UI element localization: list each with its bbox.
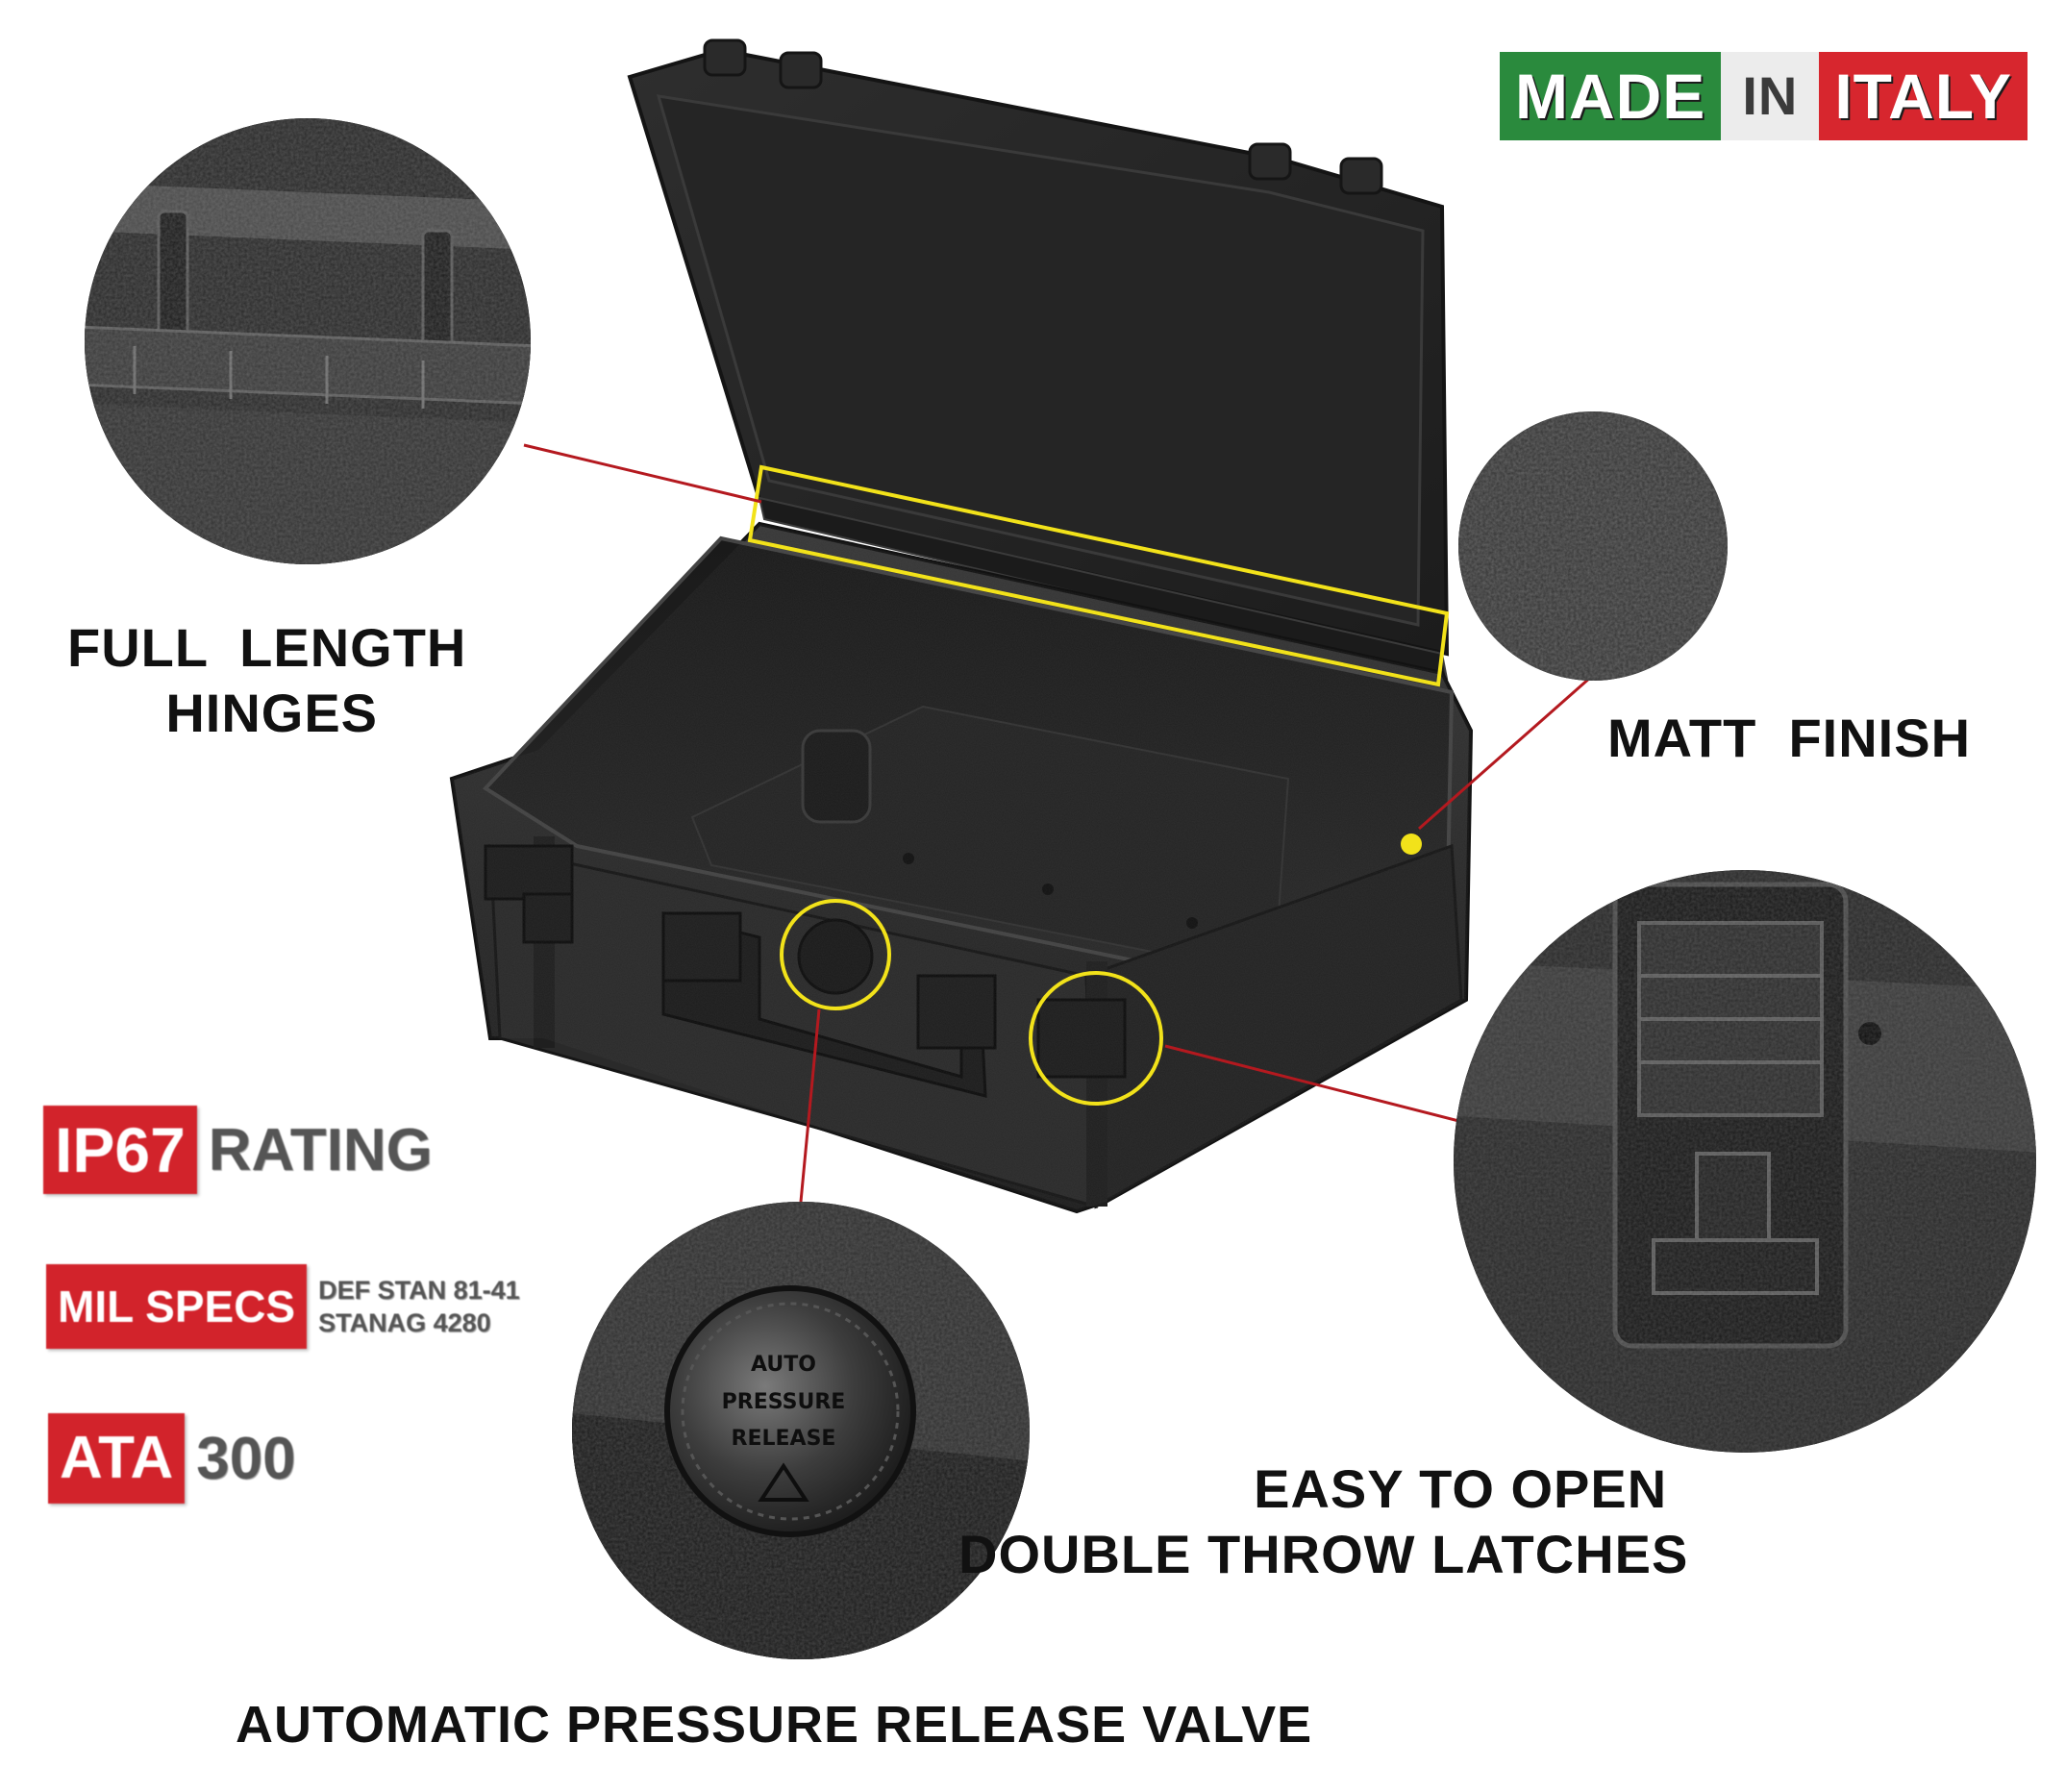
hinges-label: FULL LENGTH HINGES	[67, 615, 466, 747]
ip67-rest: RATING	[208, 1116, 433, 1183]
valve-detail-image: AUTO PRESSURE RELEASE	[572, 1202, 1030, 1659]
ip67-rating-badge: IP67 RATING	[43, 1106, 433, 1194]
badge-italy: ITALY	[1819, 52, 2028, 140]
finish-detail-image	[1458, 411, 1728, 681]
valve-embossed-line3: RELEASE	[732, 1427, 836, 1451]
hinges-label-line1: FULL LENGTH	[67, 617, 467, 678]
ip67-tag: IP67	[43, 1106, 197, 1194]
badge-made: MADE	[1500, 52, 1722, 140]
latch-detail-image	[1454, 870, 2036, 1453]
valve-callout-line	[799, 1008, 821, 1203]
highlight-markers	[747, 464, 1450, 1106]
mil-specs-badge: MIL SPECS DEF STAN 81-41 STANAG 4280	[46, 1264, 520, 1349]
hinge-callout-line	[523, 443, 762, 504]
badge-in: IN	[1721, 52, 1820, 140]
hinge-highlight-box	[747, 464, 1450, 687]
finish-label: MATT FINISH	[1607, 708, 1972, 768]
mil-standard-2: STANAG 4280	[318, 1308, 491, 1337]
hinges-label-line2: HINGES	[165, 683, 379, 744]
latch-highlight-circle	[1029, 971, 1163, 1106]
made-in-italy-badge: MADE IN ITALY	[1500, 52, 2028, 140]
valve-label: AUTOMATIC PRESSURE RELEASE VALVE	[236, 1696, 1313, 1754]
latches-label-line1: EASY TO OPEN	[1254, 1458, 1668, 1519]
latches-label: EASY TO OPEN DOUBLE THROW LATCHES	[958, 1456, 1688, 1588]
hinge-detail-image	[85, 118, 531, 564]
case	[449, 38, 1474, 1214]
mil-standards: DEF STAN 81-41 STANAG 4280	[307, 1274, 520, 1339]
ata-tag: ATA	[48, 1413, 186, 1504]
mil-standard-1: DEF STAN 81-41	[318, 1276, 520, 1305]
latch-callout-line	[1164, 1044, 1482, 1129]
ata-rest: 300	[196, 1425, 296, 1492]
finish-marker-dot	[1401, 834, 1422, 855]
latches-label-line2: DOUBLE THROW LATCHES	[958, 1524, 1689, 1585]
valve-embossed-line2: PRESSURE	[722, 1390, 846, 1414]
mil-tag: MIL SPECS	[46, 1264, 308, 1349]
valve-embossed-line1: AUTO	[751, 1353, 816, 1377]
valve-highlight-circle	[780, 899, 891, 1010]
warning-triangle-icon	[758, 1462, 809, 1502]
ata-300-badge: ATA 300	[48, 1413, 296, 1504]
